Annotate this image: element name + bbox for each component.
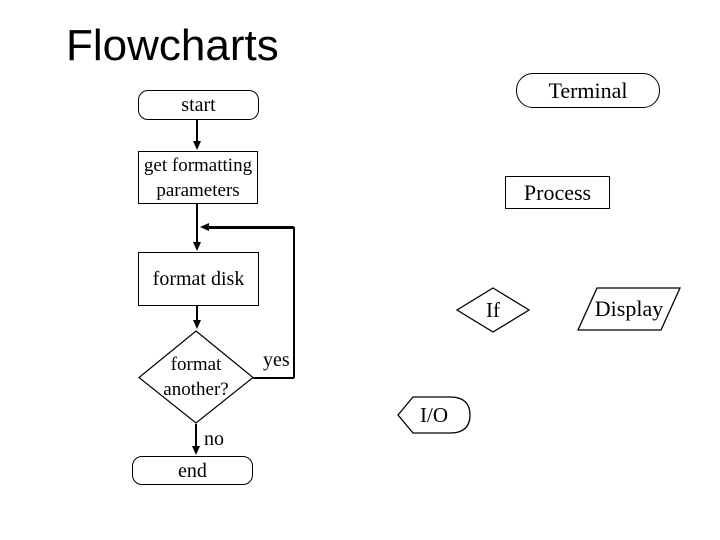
loop-yes-arrowhead-icon: [199, 223, 209, 231]
connector-decision-to-end-arrowhead-icon: [191, 446, 200, 455]
connector-start-to-getparams-line: [196, 120, 198, 142]
if-diamond-outline: [456, 287, 530, 333]
connector-decision-to-end-line: [195, 424, 197, 447]
legend-if-shape: If: [456, 287, 530, 333]
slide-title: Flowcharts: [66, 21, 279, 70]
loop-yes-horizontal-bottom-line: [253, 377, 294, 379]
legend-terminal-label: Terminal: [548, 77, 628, 103]
connector-formatdisk-to-decision-line: [196, 306, 198, 321]
legend-if-label: If: [486, 297, 500, 322]
legend-process-label: Process: [523, 179, 592, 205]
legend-display-label: Display: [594, 296, 664, 321]
legend-terminal-shape: Terminal: [516, 73, 660, 108]
connector-formatdisk-to-decision-arrowhead-icon: [192, 320, 201, 329]
legend-process-shape: Process: [505, 176, 610, 209]
connector-getparams-to-formatdisk-arrowhead-icon: [192, 242, 201, 251]
flowchart-node-end-label: end: [178, 459, 207, 482]
flowchart-node-get-params-label: get formatting parameters: [143, 154, 253, 201]
flowchart-node-format-disk: format disk: [138, 252, 259, 306]
flowchart-node-end: end: [132, 456, 253, 485]
legend-display-shape: Display: [577, 287, 681, 331]
branch-label-no: no: [204, 428, 224, 450]
connector-getparams-to-formatdisk-line: [196, 204, 198, 242]
flowchart-node-start-label: start: [181, 94, 216, 116]
decision-diamond-outline: [138, 330, 254, 424]
branch-label-yes: yes: [263, 349, 290, 371]
flowchart-node-start: start: [138, 90, 259, 120]
legend-io-shape: I/O: [396, 395, 472, 435]
loop-yes-vertical-line: [293, 227, 295, 378]
flowchart-node-decision: format another?: [138, 330, 254, 424]
connector-start-to-getparams-arrowhead-icon: [192, 141, 201, 150]
loop-yes-horizontal-top-line: [208, 226, 294, 229]
flowchart-node-format-disk-label: format disk: [152, 268, 245, 290]
io-shape-outline: [397, 396, 471, 434]
flowchart-node-decision-label: format another?: [163, 354, 229, 400]
display-parallelogram-outline: [577, 287, 681, 331]
flowchart-node-get-params: get formatting parameters: [138, 151, 258, 204]
legend-io-label: I/O: [420, 402, 448, 427]
